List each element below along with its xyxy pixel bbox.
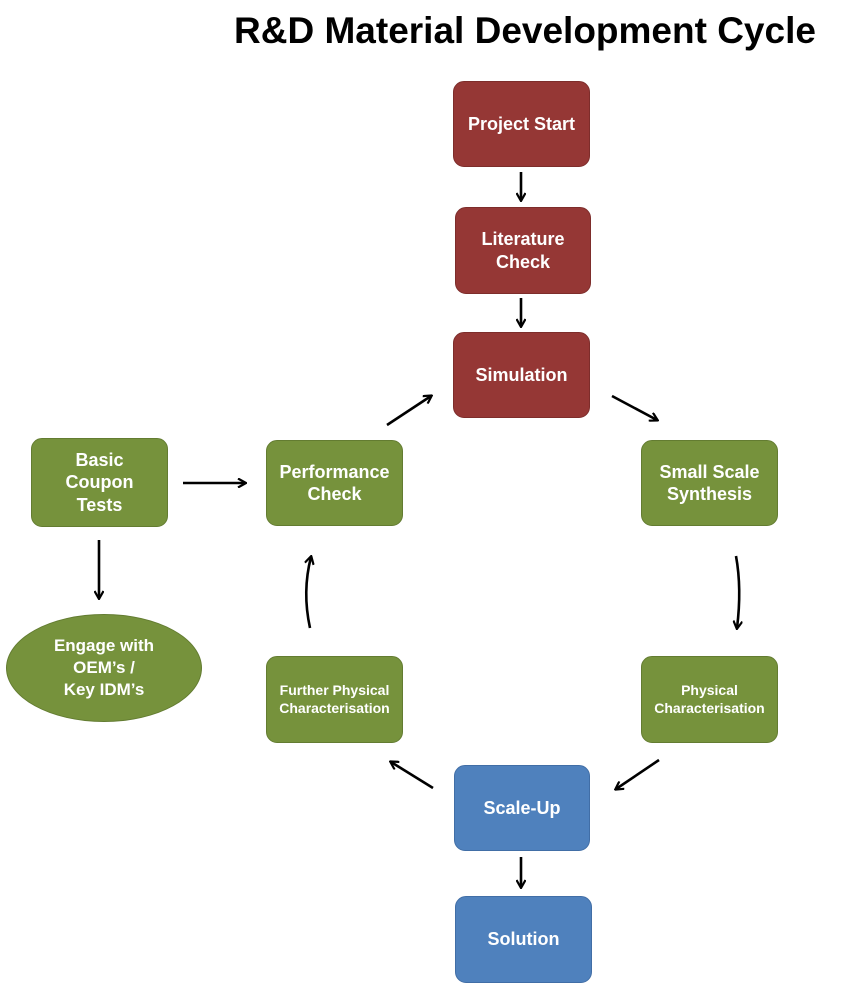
node-simulation: Simulation [453, 332, 590, 418]
node-small-scale-synthesis: Small Scale Synthesis [641, 440, 778, 526]
node-solution: Solution [455, 896, 592, 983]
arrow-performance-to-simulation [386, 396, 431, 427]
node-label: Solution [487, 929, 560, 950]
node-label: Physical Characterisation [654, 682, 765, 716]
arrow-physical-to-scaleup [616, 758, 660, 789]
diagram-title: R&D Material Development Cycle [234, 10, 816, 51]
node-physical-characterisation: Physical Characterisation [641, 656, 778, 743]
arrow-scaleup-to-further [391, 762, 434, 790]
node-engage-oems: Engage with OEM’s / Key IDM’s [6, 614, 202, 722]
node-basic-coupon-tests: Basic Coupon Tests [31, 438, 168, 527]
node-label: Basic Coupon Tests [65, 449, 134, 515]
node-scale-up: Scale-Up [454, 765, 590, 851]
node-label: Small Scale Synthesis [659, 461, 760, 505]
node-label: Engage with OEM’s / Key IDM’s [53, 635, 155, 700]
node-project-start: Project Start [453, 81, 590, 167]
node-performance-check: Performance Check [266, 440, 403, 526]
node-label: Simulation [475, 364, 568, 385]
node-further-physical-characterisation: Further Physical Characterisation [266, 656, 403, 743]
arrow-simulation-to-synthesis [611, 394, 657, 420]
node-label: Project Start [467, 113, 576, 134]
node-literature-check: Literature Check [455, 207, 591, 294]
node-label: Further Physical Characterisation [279, 682, 390, 716]
node-label: Literature Check [481, 229, 565, 272]
node-label: Scale-Up [483, 797, 561, 818]
arrow-synthesis-to-physical [736, 555, 739, 628]
node-label: Performance Check [279, 461, 390, 505]
arrow-further-to-performance [306, 557, 311, 629]
